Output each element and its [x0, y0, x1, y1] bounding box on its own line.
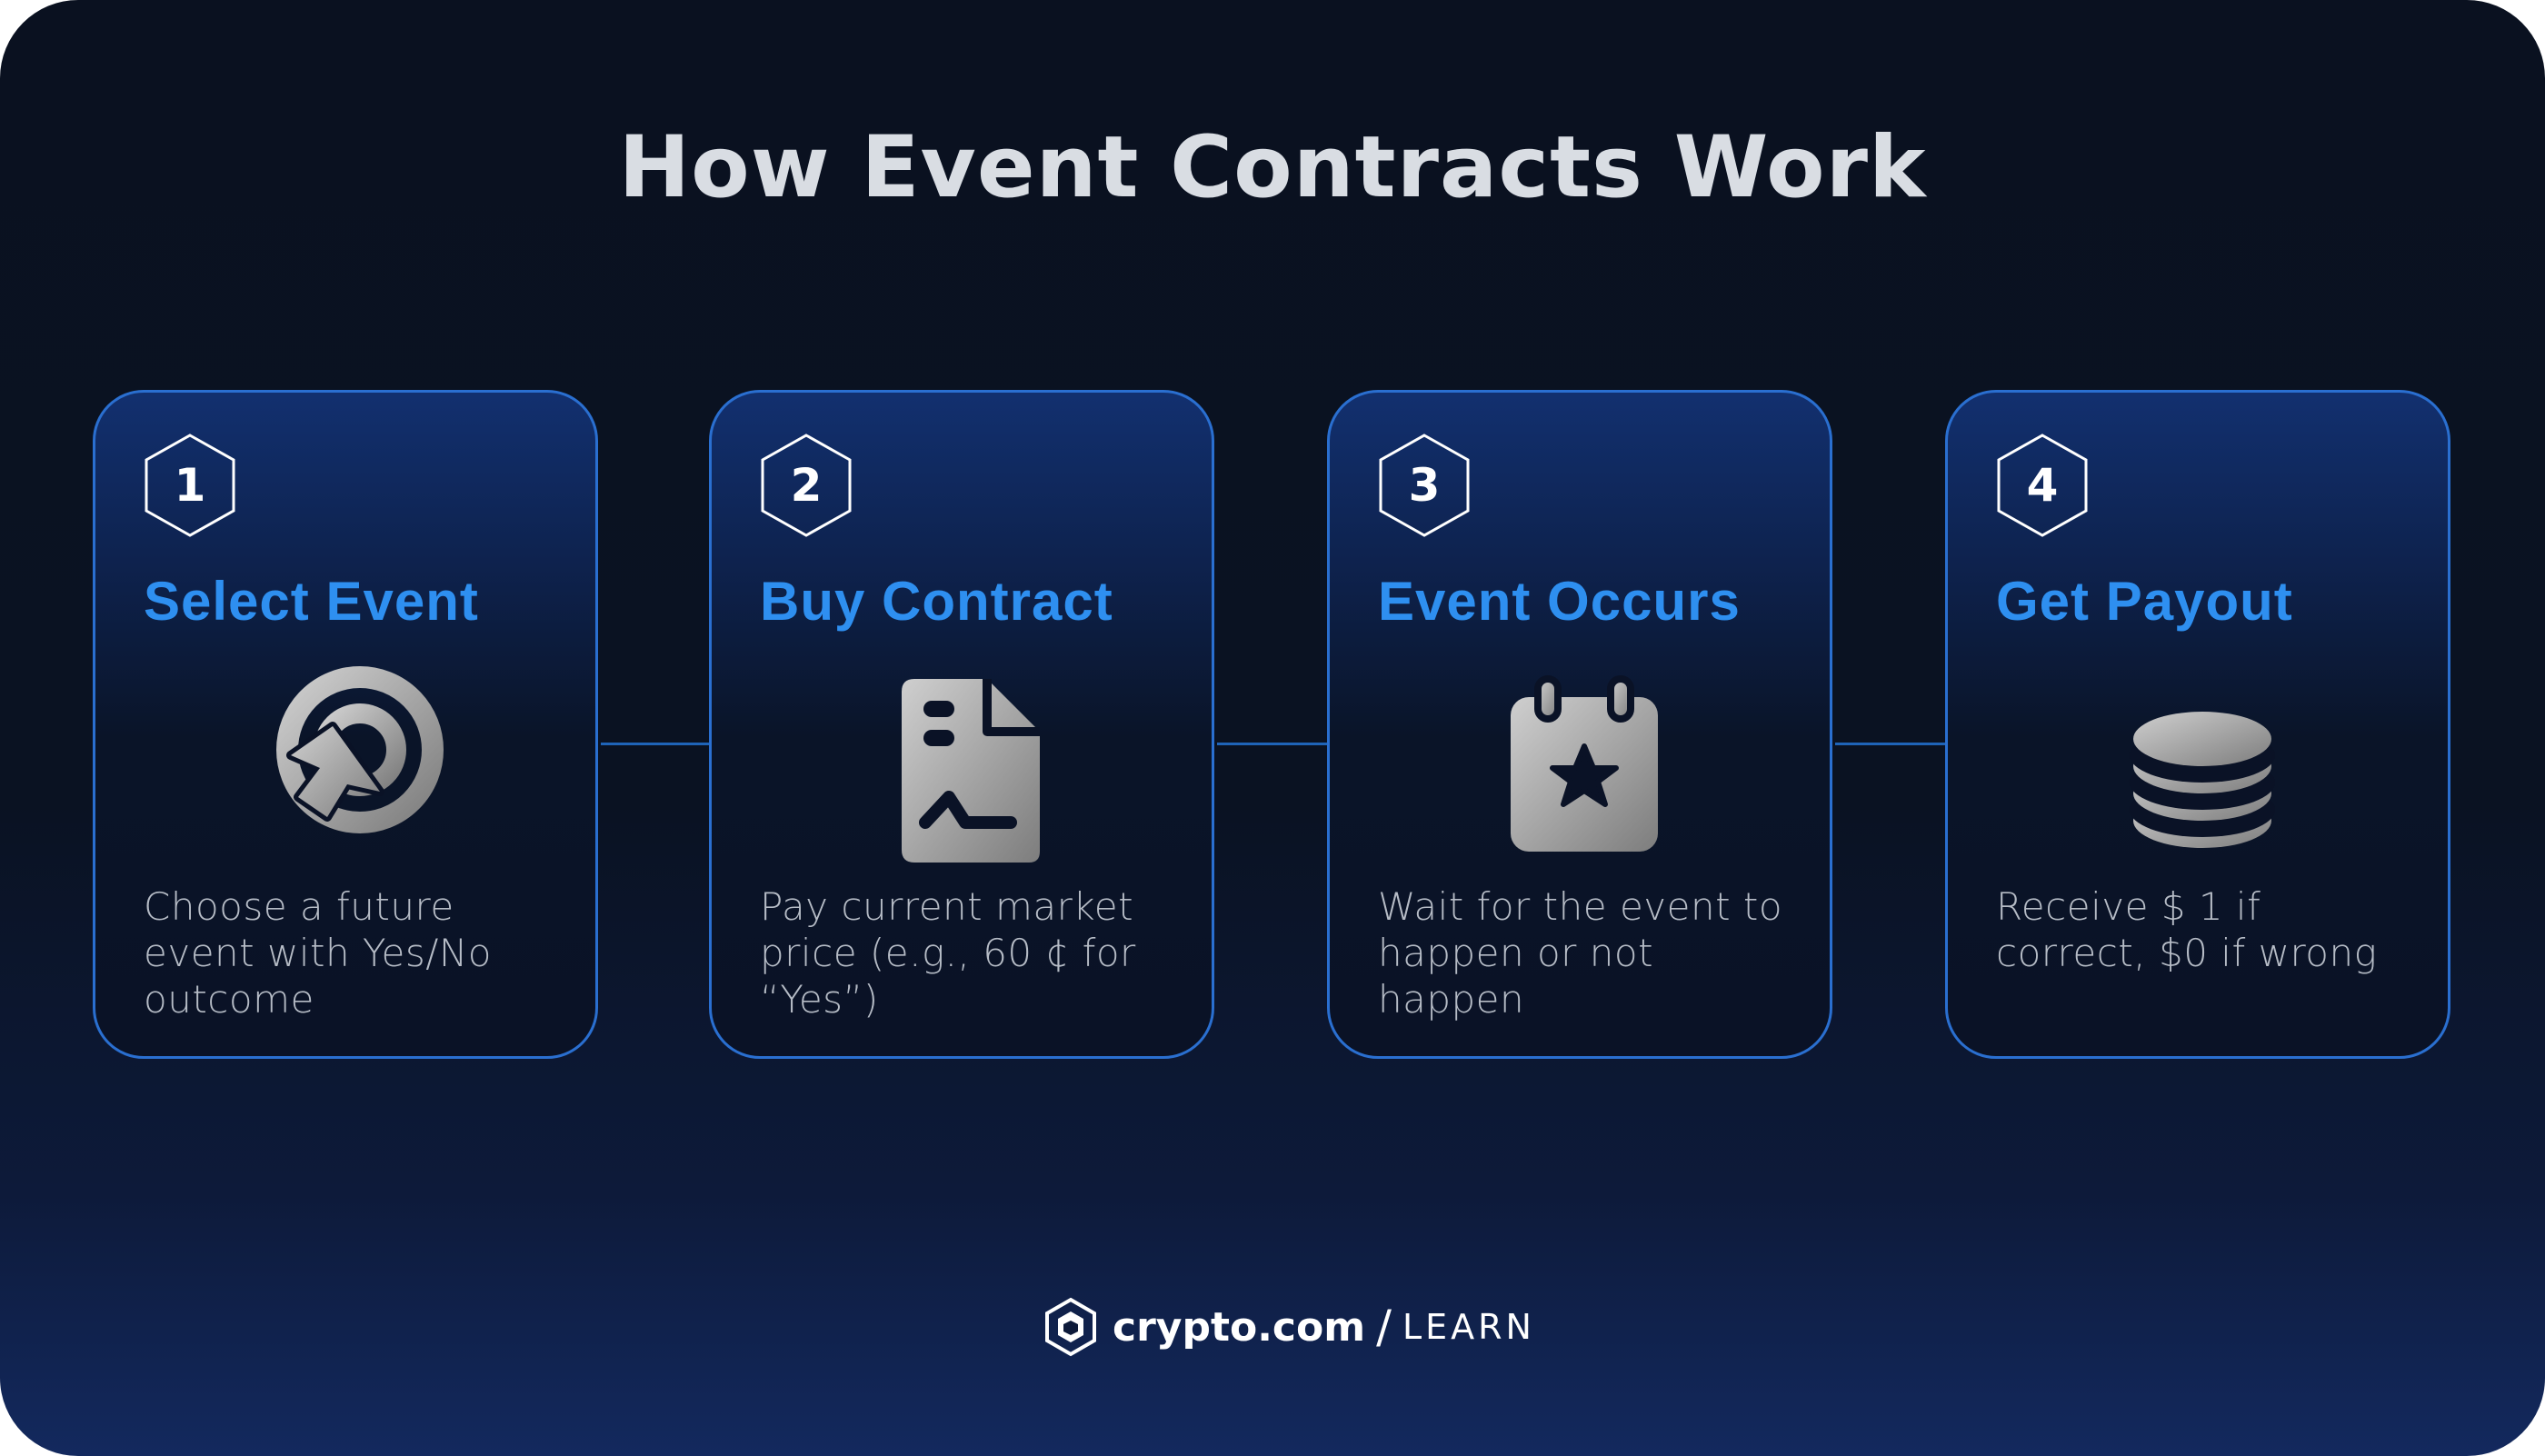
step-title: Buy Contract [760, 571, 1113, 632]
connector-line-1 [601, 743, 709, 745]
step-card-2: 2 Buy Contract Pay current market price … [709, 390, 1214, 1059]
step-number: 4 [2026, 459, 2059, 512]
step-title: Event Occurs [1378, 571, 1741, 632]
calendar-star-icon [1511, 675, 1658, 852]
brand-separator: / [1376, 1301, 1392, 1353]
document-chart-icon [902, 679, 1040, 863]
step-description: Wait for the event to happen or not happ… [1378, 884, 1783, 1022]
step-card-1: 1 Select Event Choose a future event wit… [93, 390, 598, 1059]
page-title: How Event Contracts Work [618, 118, 1927, 217]
hexagon-badge-icon [1997, 434, 2088, 537]
step-card-3: 3 Event Occurs Wait for the event to hap… [1327, 390, 1832, 1059]
step-title: Get Payout [1996, 571, 2293, 632]
connector-line-3 [1835, 743, 1945, 745]
footer-brand: crypto.com / LEARN [1043, 1295, 1535, 1359]
coin-stack-icon [2130, 712, 2275, 848]
crypto-com-logo-icon [1045, 1297, 1096, 1357]
step-card-4: 4 Get Payout Receive $ 1 if correct, $0 … [1945, 390, 2450, 1059]
step-description: Choose a future event with Yes/No outcom… [144, 884, 492, 1022]
step-title: Select Event [144, 571, 479, 632]
hexagon-badge-icon [145, 434, 235, 537]
step-number: 3 [1408, 459, 1441, 512]
step-number: 2 [790, 459, 823, 512]
hexagon-badge-icon [761, 434, 852, 537]
connector-line-2 [1217, 743, 1327, 745]
step-description: Pay current market price (e.g., 60 ¢ for… [760, 884, 1136, 1022]
brand-name: crypto.com [1113, 1303, 1366, 1351]
target-click-icon [276, 666, 444, 833]
step-description: Receive $ 1 if correct, $0 if wrong [1996, 884, 2378, 975]
brand-section: LEARN [1402, 1307, 1535, 1347]
step-number: 1 [174, 459, 206, 512]
hexagon-badge-icon [1379, 434, 1470, 537]
